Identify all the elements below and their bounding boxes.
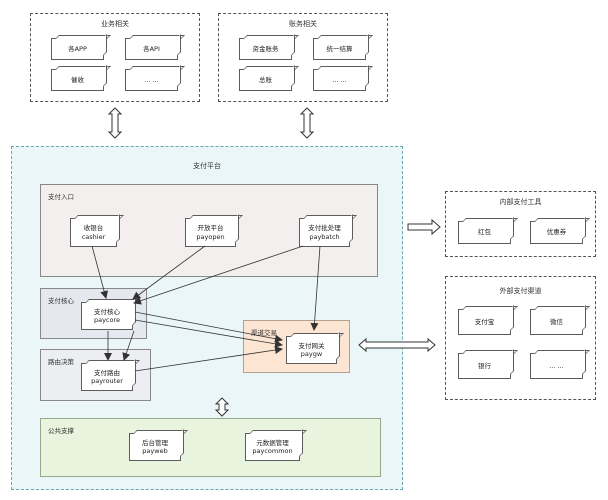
node-coupon: 优惠券 (530, 221, 583, 244)
node-external-more: ... ... (530, 353, 583, 379)
node-collection: 催收 (51, 69, 104, 91)
node-unified-settlement: 统一结算 (313, 38, 366, 60)
node-general-ledger: 总账 (239, 69, 292, 91)
node-fund-accounting: 资金账务 (239, 38, 292, 60)
group-finance-title: 账务相关 (289, 20, 317, 28)
node-red-packet: 红包 (458, 221, 511, 244)
panel-entry-title: 支付入口 (48, 193, 74, 201)
panel-core-title: 支付核心 (48, 297, 74, 305)
node-apps: 各APP (51, 38, 104, 60)
group-business-title: 业务相关 (101, 20, 129, 28)
node-bank: 银行 (458, 353, 511, 379)
group-external: 外部支付渠道 支付宝 微信 银行 ... ... (445, 276, 596, 400)
arrow-platform-internal (407, 218, 441, 236)
node-apis: 各API (125, 38, 178, 60)
group-platform-title: 支付平台 (193, 162, 221, 170)
double-arrow-business-platform (107, 107, 123, 139)
panel-channel-title: 渠道交易 (251, 329, 277, 337)
node-alipay: 支付宝 (458, 309, 511, 335)
double-arrow-finance-platform (299, 107, 315, 139)
node-business-more: ... ... (125, 69, 178, 91)
node-wechat: 微信 (530, 309, 583, 335)
node-finance-more: ... ... (313, 69, 366, 91)
group-internal: 内部支付工具 红包 优惠券 (445, 191, 596, 257)
panel-route-title: 路由决策 (48, 358, 74, 366)
group-business: 业务相关 各APP 各API 催收 ... ... (30, 13, 200, 102)
group-internal-title: 内部支付工具 (499, 198, 542, 206)
panel-common-title: 公共支撑 (48, 427, 74, 435)
group-external-title: 外部支付渠道 (499, 287, 542, 295)
group-finance: 账务相关 资金账务 统一结算 总账 ... ... (218, 13, 388, 102)
